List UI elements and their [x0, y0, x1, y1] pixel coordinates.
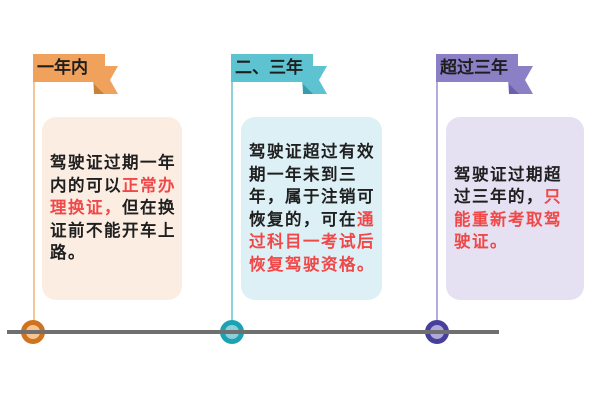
stage-2-text-normal: 驾驶证超过有效期一年未到三年，属于注销可恢复的，可在 [249, 142, 375, 229]
stage-1-text-normal: 驾驶证过期一年内的可以 [50, 153, 176, 195]
stage-3-text-highlight: 只能重新考取驾驶证。 [454, 187, 562, 251]
stage-card-3: 驾驶证过期超过三年的，只能重新考取驾驶证。 [446, 117, 584, 300]
stage-3-text-normal: 驾驶证过期超过三年的， [454, 164, 562, 207]
flag-pole-3 [436, 55, 438, 323]
timeline-axis [7, 330, 499, 334]
stage-card-2: 驾驶证超过有效期一年未到三年，属于注销可恢复的，可在通过科目一考试后恢复驾驶资格… [241, 117, 382, 300]
stage-label-2: 二、三年 [231, 54, 313, 82]
stage-label-1: 一年内 [33, 54, 105, 82]
stage-label-3: 超过三年 [436, 54, 518, 82]
stage-1-text-highlight: 正常办理换证， [50, 175, 176, 218]
stage-card-1: 驾驶证过期一年内的可以正常办理换证，但在换证前不能开车上路。 [42, 117, 182, 300]
stage-2-text-highlight: 通过科目一考试后恢复驾驶资格。 [249, 209, 375, 274]
stage-1-text-normal-2: 但在换证前不能开车上路。 [50, 198, 176, 263]
flag-pole-1 [33, 55, 35, 323]
flag-pole-2 [231, 55, 233, 323]
